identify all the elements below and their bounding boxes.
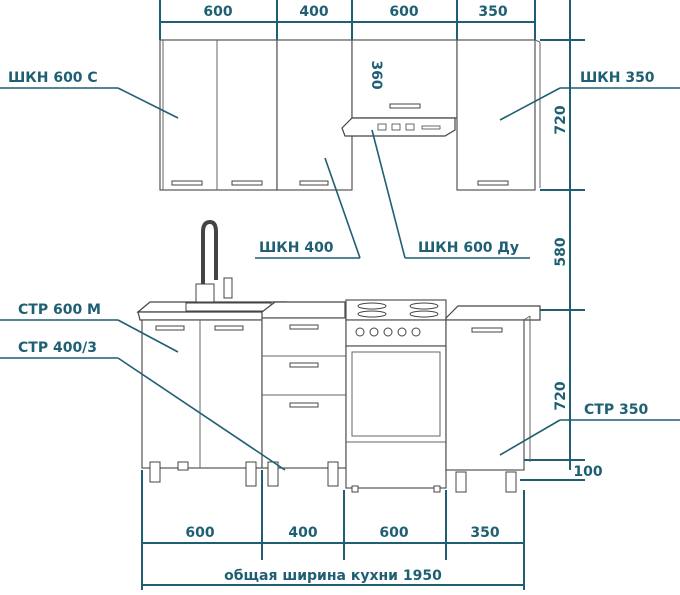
bottom-dimension-lines: 600 400 600 350 общая ширина кухни 1950 (141, 470, 525, 590)
lower-cabinets (136, 219, 541, 493)
handle (289, 402, 319, 408)
range-hood (341, 117, 456, 137)
upper-height-dim: 720 (553, 105, 569, 134)
bottom-width-1: 600 (185, 525, 214, 541)
handle (171, 180, 203, 186)
top-width-1: 600 (203, 4, 232, 20)
bottom-width-4: 350 (470, 525, 499, 541)
label-str-350: СТР 350 (584, 402, 648, 418)
label-str-600m: СТР 600 М (18, 302, 101, 318)
handle (299, 180, 329, 186)
faucet (201, 219, 218, 300)
upper-cabinets (159, 39, 541, 191)
upper-cabinet-600c (159, 39, 278, 191)
total-width-label: общая ширина кухни 1950 (224, 568, 442, 584)
lower-cabinet-600m (141, 319, 263, 469)
top-width-4: 350 (478, 4, 507, 20)
bottom-width-3: 600 (379, 525, 408, 541)
handle (477, 180, 509, 186)
label-str-400-3: СТР 400/3 (18, 340, 97, 356)
label-shkn-600c: ШКН 600 С (8, 70, 98, 86)
upper-cabinet-350 (456, 39, 536, 191)
stove-oven (345, 345, 447, 489)
handle (289, 324, 319, 330)
top-width-3: 600 (389, 4, 418, 20)
label-shkn-350: ШКН 350 (580, 70, 655, 86)
handle (389, 103, 421, 109)
handle (289, 362, 319, 368)
right-dimension-lines: 720 580 720 100 360 (368, 0, 603, 481)
gap-height-dim: 580 (553, 237, 569, 266)
lower-height-dim: 720 (553, 381, 569, 410)
label-shkn-400: ШКН 400 (259, 240, 334, 256)
lower-cabinet-350 (445, 319, 525, 471)
top-dimension-lines: 600 400 600 350 (159, 0, 536, 40)
lower-cabinet-400-3 (261, 317, 347, 469)
hood-height-dim: 360 (368, 60, 384, 89)
top-width-2: 400 (299, 4, 328, 20)
handle (155, 325, 185, 331)
handle (214, 325, 244, 331)
plinth-height-dim: 100 (573, 464, 602, 480)
upper-cabinet-400 (276, 39, 353, 191)
handle (231, 180, 263, 186)
label-shkn-600du: ШКН 600 Ду (418, 240, 519, 256)
bottom-width-2: 400 (288, 525, 317, 541)
sink (185, 302, 272, 312)
handle (471, 327, 503, 333)
callouts: ШКН 600 С ШКН 350 ШКН 400 ШКН 600 Ду СТР… (0, 70, 680, 471)
